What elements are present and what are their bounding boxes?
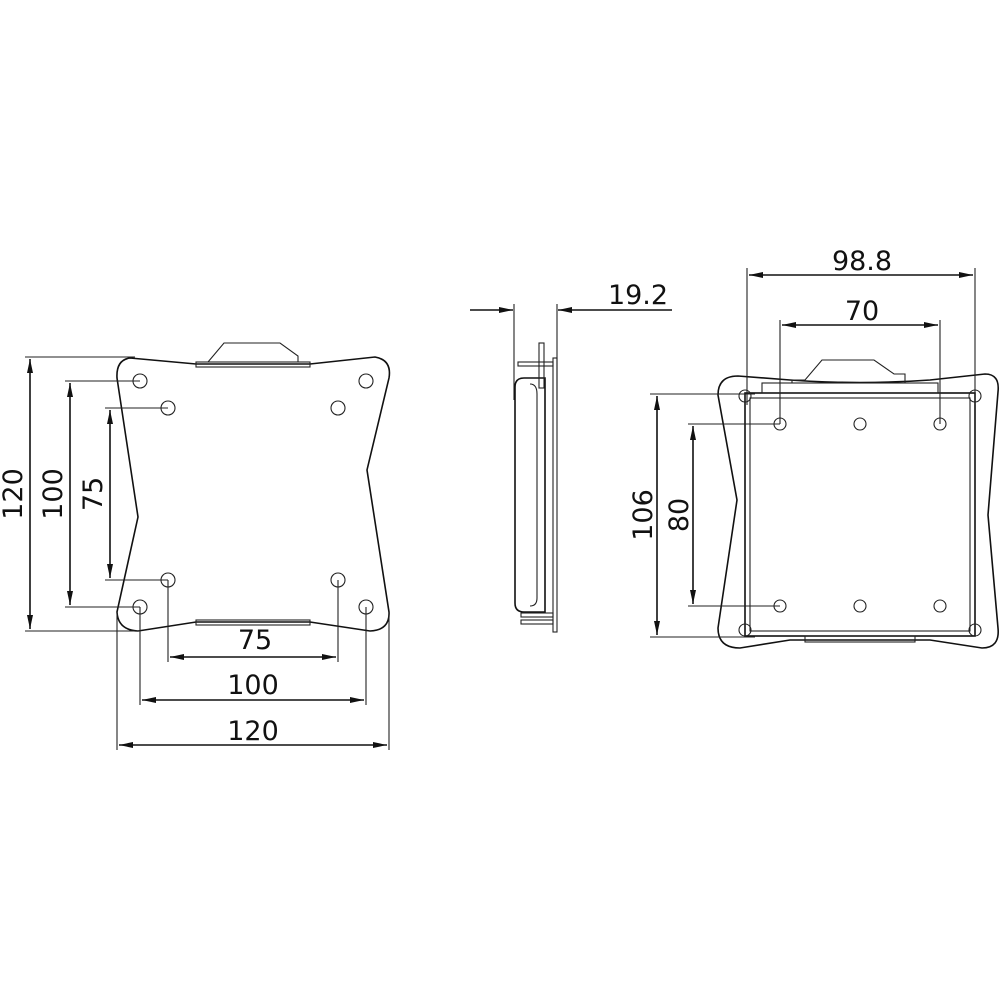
label-rear-hole-width: 70 bbox=[845, 296, 879, 327]
hole bbox=[358, 373, 374, 389]
front-view: 120 100 75 75 100 120 bbox=[0, 342, 391, 750]
hole bbox=[330, 400, 346, 416]
hole bbox=[933, 599, 947, 613]
label-rear-overall-height: 106 bbox=[628, 489, 659, 541]
front-bottom-bracket bbox=[195, 619, 311, 626]
side-plate bbox=[552, 357, 558, 633]
side-body-inner-contour bbox=[529, 383, 538, 607]
hole bbox=[853, 417, 867, 431]
label-depth: 19.2 bbox=[608, 280, 668, 311]
front-extension-lines bbox=[25, 356, 390, 750]
label-hole-width-inner: 75 bbox=[238, 625, 272, 656]
label-rear-hole-height: 80 bbox=[664, 498, 695, 532]
label-overall-width: 120 bbox=[227, 716, 279, 747]
rear-holes bbox=[738, 389, 982, 637]
hole bbox=[738, 389, 752, 403]
side-top-bracket-arm bbox=[517, 361, 554, 367]
label-hole-width-outer: 100 bbox=[227, 670, 279, 701]
side-bottom-bracket bbox=[520, 612, 554, 618]
side-view: 19.2 bbox=[470, 280, 672, 633]
rear-extension-lines bbox=[650, 268, 976, 638]
label-rear-overall-width: 98.8 bbox=[832, 246, 892, 277]
label-hole-height-outer: 100 bbox=[38, 468, 69, 520]
rear-view: 98.8 70 106 80 bbox=[628, 246, 1000, 649]
front-top-bracket bbox=[195, 361, 311, 368]
label-overall-height: 120 bbox=[0, 468, 29, 520]
front-holes bbox=[132, 373, 374, 615]
front-top-tab bbox=[207, 342, 299, 363]
label-hole-height-inner: 75 bbox=[78, 477, 109, 511]
rear-bottom-bracket bbox=[804, 635, 916, 643]
rear-frame-inner bbox=[749, 397, 971, 632]
rear-top-bracket bbox=[761, 382, 939, 394]
rear-plate-outline bbox=[717, 373, 1000, 649]
side-extension-lines bbox=[513, 304, 558, 400]
hole bbox=[738, 623, 752, 637]
hole bbox=[968, 623, 982, 637]
side-body bbox=[514, 377, 546, 613]
front-plate-outline bbox=[116, 356, 391, 632]
side-bottom-bracket bbox=[520, 619, 554, 625]
hole bbox=[853, 599, 867, 613]
rear-top-tab bbox=[791, 359, 906, 383]
